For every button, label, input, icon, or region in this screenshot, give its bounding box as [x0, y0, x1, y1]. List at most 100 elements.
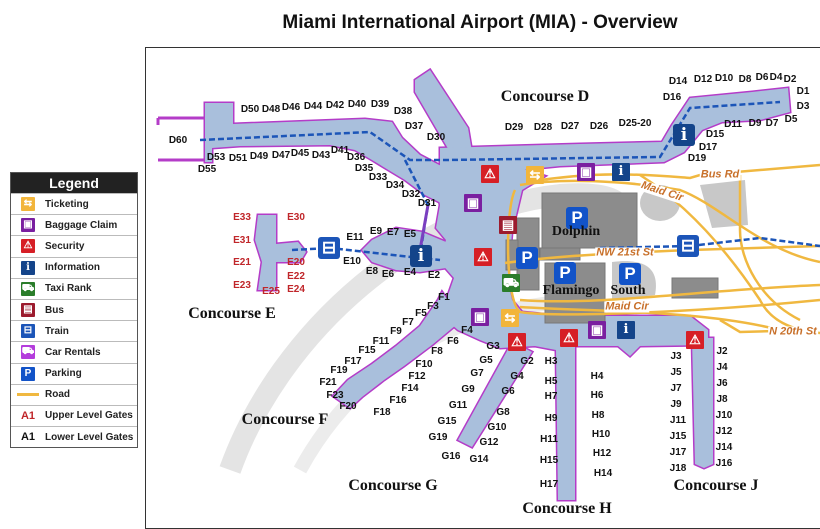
gate-label: D3	[796, 101, 810, 112]
gate-label: D48	[261, 104, 281, 115]
gate-label: D55	[197, 164, 217, 175]
gate-label: D25-20	[618, 118, 652, 129]
gate-label: F14	[401, 383, 419, 394]
gate-label: E2	[427, 270, 441, 281]
gate-label: E6	[381, 269, 395, 280]
gate-label: F6	[447, 336, 459, 347]
gate-label: G8	[496, 407, 510, 418]
gate-label: F16	[389, 395, 407, 406]
information-icon: i	[612, 163, 630, 181]
legend: Legend ⇆Ticketing▣Baggage Claim⚠Security…	[10, 172, 138, 449]
gate-label: D1	[796, 86, 810, 97]
gate-label: D50	[240, 104, 260, 115]
gate-label: J11	[669, 415, 687, 426]
gate-label: F21	[319, 377, 337, 388]
parking-icon: P	[21, 366, 35, 381]
security-icon: ⚠	[508, 333, 526, 351]
gate-label: E22	[287, 271, 305, 282]
gate-label: G15	[437, 416, 457, 427]
gate-label: E8	[365, 266, 379, 277]
gate-label: E11	[346, 232, 364, 243]
gate-label: D35	[354, 163, 374, 174]
baggage-claim-icon: ▣	[464, 194, 482, 212]
car-rental-icon: ⛟	[21, 345, 35, 360]
gate-label: D31	[417, 198, 437, 209]
legend-label: Security	[45, 240, 85, 252]
gate-label: G2	[520, 356, 534, 367]
legend-label: Taxi Rank	[45, 283, 92, 295]
gate-label: H3	[544, 356, 558, 367]
gate-label: F11	[372, 336, 390, 347]
gate-label: G10	[487, 422, 507, 433]
train-icon: ⊟	[21, 324, 35, 339]
gate-label: F19	[330, 365, 348, 376]
gate-label: D39	[370, 99, 390, 110]
gate-label: F5	[415, 308, 427, 319]
baggage-claim-icon: ▣	[588, 321, 606, 339]
gate-label: H7	[544, 391, 558, 402]
gate-label: J7	[670, 383, 682, 394]
gate-label: H12	[592, 448, 612, 459]
concourse-j-label: Concourse J	[673, 477, 759, 494]
gate-label: J10	[715, 410, 733, 421]
gate-label: G3	[486, 341, 500, 352]
gate-label: D2	[783, 74, 797, 85]
legend-label: Information	[45, 262, 100, 274]
lower-gate-sample: A1	[20, 431, 36, 444]
legend-label: Upper Level Gates	[45, 410, 133, 422]
gate-label: G9	[461, 384, 475, 395]
legend-label: Ticketing	[45, 198, 89, 210]
bus-icon: ▤	[21, 303, 35, 318]
parking-icon: P	[619, 263, 641, 285]
ticketing-icon: ⇆	[21, 197, 35, 212]
gate-label: D47	[271, 150, 291, 161]
gate-label: D27	[560, 121, 580, 132]
gate-label: D42	[325, 100, 345, 111]
gate-label: J6	[716, 378, 728, 389]
gate-label: E4	[403, 267, 417, 278]
security-icon: ⚠	[686, 331, 704, 349]
baggage-claim-icon: ▣	[21, 218, 35, 233]
gate-label: D5	[784, 114, 798, 125]
gate-label: G7	[470, 368, 484, 379]
gate-label: J15	[669, 431, 687, 442]
train-icon: ⊟	[318, 237, 340, 259]
legend-label: Car Rentals	[45, 346, 101, 358]
gate-label: D33	[368, 172, 388, 183]
gate-label: G5	[479, 355, 493, 366]
gate-label: F10	[415, 359, 433, 370]
legend-item-security: ⚠Security	[11, 235, 137, 256]
gate-label: E24	[287, 284, 305, 295]
concourse-e-label: Concourse E	[188, 305, 276, 322]
parking-icon: P	[566, 207, 588, 229]
gate-label: E7	[386, 227, 400, 238]
legend-label: Road	[45, 389, 70, 401]
gate-label: J4	[716, 362, 728, 373]
gate-label: D51	[228, 153, 248, 164]
concourse-f-label: Concourse F	[241, 411, 329, 428]
gate-label: D30	[426, 132, 446, 143]
legend-label: Train	[45, 325, 69, 337]
gate-label: F4	[461, 325, 473, 336]
ticketing-icon: ⇆	[526, 166, 544, 184]
legend-item-lower: A1 Lower Level Gates	[11, 426, 137, 447]
gate-label: G14	[469, 454, 489, 465]
gate-label: D4	[769, 72, 783, 83]
legend-title: Legend	[11, 173, 137, 193]
map-title: Miami International Airport (MIA) - Over…	[282, 12, 678, 33]
gate-label: D44	[303, 101, 323, 112]
legend-label: Lower Level Gates	[45, 431, 134, 443]
security-icon: ⚠	[560, 329, 578, 347]
legend-item-car: ⛟ Car Rentals	[11, 341, 137, 362]
gate-label: D53	[206, 152, 226, 163]
gate-label: D60	[168, 135, 188, 146]
gate-label: J12	[715, 426, 733, 437]
gate-label: D15	[705, 129, 725, 140]
legend-item-road: Road	[11, 383, 137, 405]
gate-label: F15	[358, 345, 376, 356]
security-icon: ⚠	[481, 165, 499, 183]
gate-label: H11	[540, 434, 558, 445]
maid-cir-south-label: Maid Cir	[604, 300, 650, 313]
gate-label: G16	[441, 451, 461, 462]
